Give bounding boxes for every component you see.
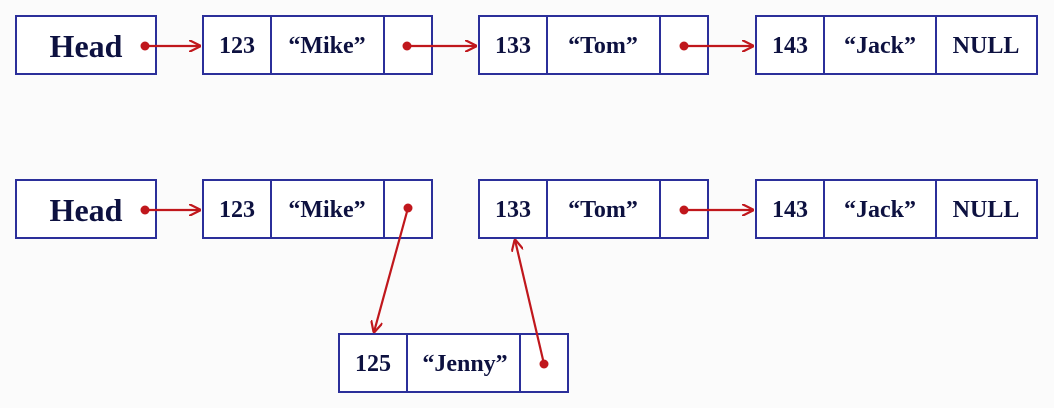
bottom-mike-id: 123 — [219, 197, 255, 223]
jenny-name-cell — [406, 333, 521, 393]
top-mike-name: “Mike” — [288, 33, 365, 59]
top-node-tom: 133 “Tom” — [478, 15, 709, 75]
bottom-tom-id-cell — [478, 179, 548, 239]
jenny-name: “Jenny” — [422, 351, 507, 377]
top-head-label: Head — [50, 28, 123, 64]
bottom-row: Head 123 “Mike” 133 “Tom” 143 “Jack” NUL… — [15, 179, 1038, 393]
bottom-node-mike: 123 “Mike” — [202, 179, 433, 239]
bottom-jack-null-cell — [935, 179, 1038, 239]
bottom-tom-id: 133 — [495, 197, 531, 223]
top-tom-name-cell — [546, 15, 661, 75]
top-mike-name-cell — [270, 15, 385, 75]
top-jack-null-cell — [935, 15, 1038, 75]
top-tom-id-cell — [478, 15, 548, 75]
bottom-head-node: Head — [15, 179, 157, 239]
bottom-tom-to-jack-arrow — [679, 206, 754, 215]
bottom-jack-name-cell — [823, 179, 937, 239]
bottom-mike-name-cell — [270, 179, 385, 239]
top-tom-name: “Tom” — [568, 33, 638, 59]
top-node-mike: 123 “Mike” — [202, 15, 433, 75]
bottom-node-jenny: 125 “Jenny” — [338, 333, 569, 393]
top-head-node: Head — [15, 15, 157, 75]
bottom-jack-null: NULL — [953, 197, 1020, 223]
bottom-node-jack: 143 “Jack” NULL — [755, 179, 1038, 239]
top-head-box — [15, 15, 157, 75]
bottom-mike-id-cell — [202, 179, 272, 239]
bottom-jenny-to-tom-arrow — [515, 240, 549, 369]
bottom-jack-id-cell — [755, 179, 825, 239]
bottom-jack-name: “Jack” — [844, 197, 916, 223]
bottom-jack-id: 143 — [772, 197, 808, 223]
top-jack-name-cell — [823, 15, 937, 75]
bottom-tom-name-cell — [546, 179, 661, 239]
top-row: Head 123 “Mike” 133 “Tom” 143 “Jack” NUL… — [15, 15, 1038, 75]
top-mike-id-cell — [202, 15, 272, 75]
bottom-head-label: Head — [50, 192, 123, 228]
top-mike-id: 123 — [219, 33, 255, 59]
top-jack-null: NULL — [953, 33, 1020, 59]
top-head-to-mike-arrow — [140, 42, 201, 51]
top-jack-name: “Jack” — [844, 33, 916, 59]
bottom-node-tom: 133 “Tom” — [478, 179, 709, 239]
jenny-id: 125 — [355, 351, 391, 377]
bottom-mike-pointer-cell — [383, 179, 433, 239]
bottom-head-to-mike-arrow — [140, 206, 201, 215]
top-tom-id: 133 — [495, 33, 531, 59]
top-jack-id: 143 — [772, 33, 808, 59]
bottom-mike-name: “Mike” — [288, 197, 365, 223]
top-jack-id-cell — [755, 15, 825, 75]
bottom-tom-name: “Tom” — [568, 197, 638, 223]
bottom-mike-to-jenny-arrow — [374, 203, 413, 333]
top-node-jack: 143 “Jack” NULL — [755, 15, 1038, 75]
top-tom-to-jack-arrow — [679, 42, 754, 51]
bottom-head-box — [15, 179, 157, 239]
top-mike-to-tom-arrow — [402, 42, 477, 51]
